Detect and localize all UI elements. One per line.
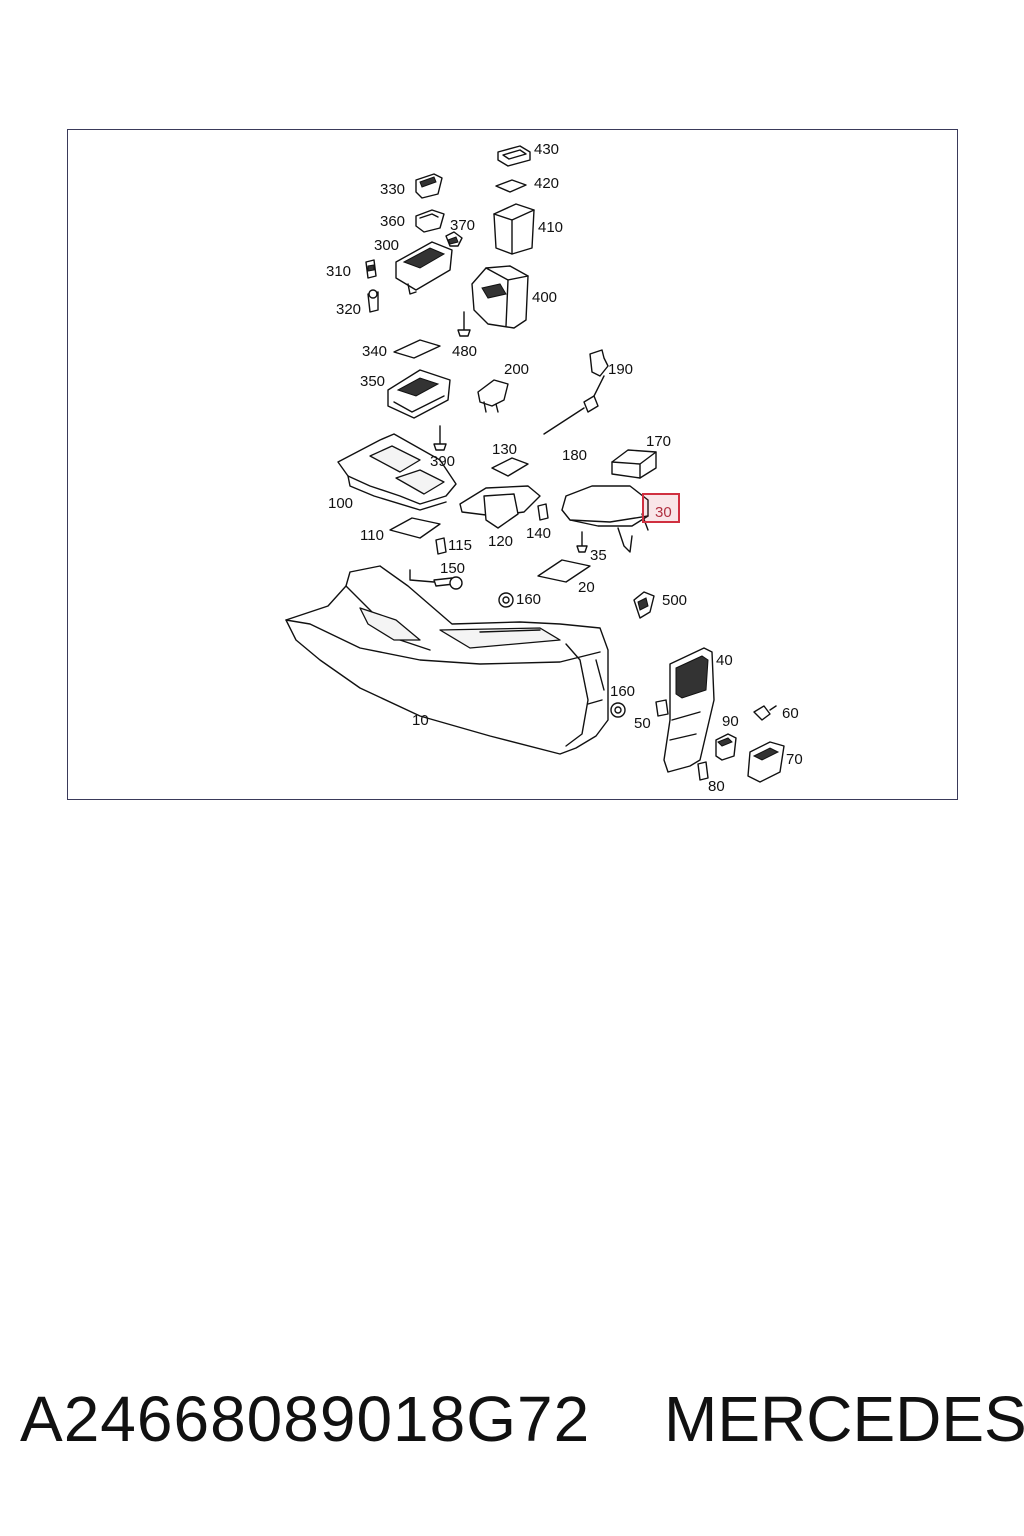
- part-90-usb-module: [715, 733, 737, 761]
- callout-130[interactable]: 130: [492, 441, 517, 458]
- callout-110[interactable]: 110: [360, 527, 384, 544]
- part-80-clip: [697, 761, 709, 781]
- callout-370[interactable]: 370: [450, 217, 475, 234]
- callout-310[interactable]: 310: [326, 263, 351, 280]
- part-140-clip: [537, 503, 549, 521]
- part-310-clip: [365, 259, 377, 279]
- callout-180[interactable]: 180: [562, 447, 587, 464]
- part-180-cable: [543, 375, 605, 435]
- part-130-mat: [491, 457, 529, 477]
- callout-100[interactable]: 100: [328, 495, 353, 512]
- callout-300[interactable]: 300: [374, 237, 399, 254]
- callout-10[interactable]: 10: [412, 712, 429, 729]
- part-400-cup-holder: [471, 265, 529, 329]
- part-110-mat: [389, 517, 441, 539]
- part-170-cover: [611, 449, 657, 479]
- callout-90[interactable]: 90: [722, 713, 739, 730]
- callout-390[interactable]: 390: [430, 453, 455, 470]
- part-160-nut-upper: [498, 592, 514, 608]
- part-35-screw: [576, 531, 588, 553]
- part-50-clip: [655, 699, 669, 717]
- callout-360[interactable]: 360: [380, 213, 405, 230]
- callout-80[interactable]: 80: [708, 778, 725, 795]
- callout-20[interactable]: 20: [578, 579, 595, 596]
- callout-30[interactable]: 30: [655, 504, 672, 521]
- callout-350[interactable]: 350: [360, 373, 385, 390]
- callout-320[interactable]: 320: [336, 301, 361, 318]
- callout-200[interactable]: 200: [504, 361, 529, 378]
- part-100-trim-panel: [337, 433, 457, 511]
- callout-50[interactable]: 50: [634, 715, 651, 732]
- callout-115[interactable]: 115: [448, 537, 472, 554]
- part-370-clip: [445, 231, 463, 247]
- callout-150[interactable]: 150: [440, 560, 465, 577]
- part-300-tray: [395, 241, 453, 295]
- part-320-fastener: [367, 289, 379, 313]
- highlight-box: [642, 493, 680, 523]
- part-430-cap: [497, 145, 531, 167]
- callout-160-upper[interactable]: 160: [516, 591, 541, 608]
- callout-410[interactable]: 410: [538, 219, 563, 236]
- callout-170[interactable]: 170: [646, 433, 671, 450]
- part-150-screw: [409, 569, 463, 590]
- callout-190[interactable]: 190: [608, 361, 633, 378]
- part-330-insert: [415, 173, 443, 199]
- callout-160-lower[interactable]: 160: [610, 683, 635, 700]
- callout-500[interactable]: 500: [662, 592, 687, 609]
- part-350-shifter-frame: [387, 369, 451, 419]
- part-70-tray: [747, 741, 785, 783]
- part-60-cable: [753, 705, 777, 721]
- part-number: A24668089018G72: [20, 1383, 591, 1455]
- part-115-clip: [435, 537, 447, 555]
- callout-430[interactable]: 430: [534, 141, 559, 158]
- part-30-armrest: [561, 485, 649, 553]
- callout-400[interactable]: 400: [532, 289, 557, 306]
- part-390-screw: [433, 425, 447, 451]
- callout-60[interactable]: 60: [782, 705, 799, 722]
- part-190-connector: [583, 349, 609, 413]
- brand-name: MERCEDES: [664, 1383, 1024, 1455]
- part-410-cup-liner: [493, 203, 535, 255]
- callout-480[interactable]: 480: [452, 343, 477, 360]
- part-20-mat: [537, 559, 591, 583]
- callout-330[interactable]: 330: [380, 181, 405, 198]
- part-40-rear-panel: [663, 647, 715, 773]
- callout-140[interactable]: 140: [526, 525, 551, 542]
- callout-420[interactable]: 420: [534, 175, 559, 192]
- part-360-insert: [415, 209, 445, 233]
- callout-70[interactable]: 70: [786, 751, 803, 768]
- callout-340[interactable]: 340: [362, 343, 387, 360]
- part-420-pad: [495, 179, 527, 193]
- part-160-nut-lower: [610, 702, 626, 718]
- part-120-cup-insert: [459, 485, 541, 529]
- part-340-mat: [393, 339, 441, 359]
- callout-35[interactable]: 35: [590, 547, 607, 564]
- callout-labels: 430 420 330 360 370 410 300 310 400 320 …: [326, 141, 803, 795]
- part-200-bracket: [477, 379, 509, 413]
- callout-40[interactable]: 40: [716, 652, 733, 669]
- callout-120[interactable]: 120: [488, 533, 513, 550]
- part-500-bracket: [633, 591, 655, 619]
- part-480-screw: [457, 311, 471, 337]
- part-10-console-body: [285, 565, 609, 755]
